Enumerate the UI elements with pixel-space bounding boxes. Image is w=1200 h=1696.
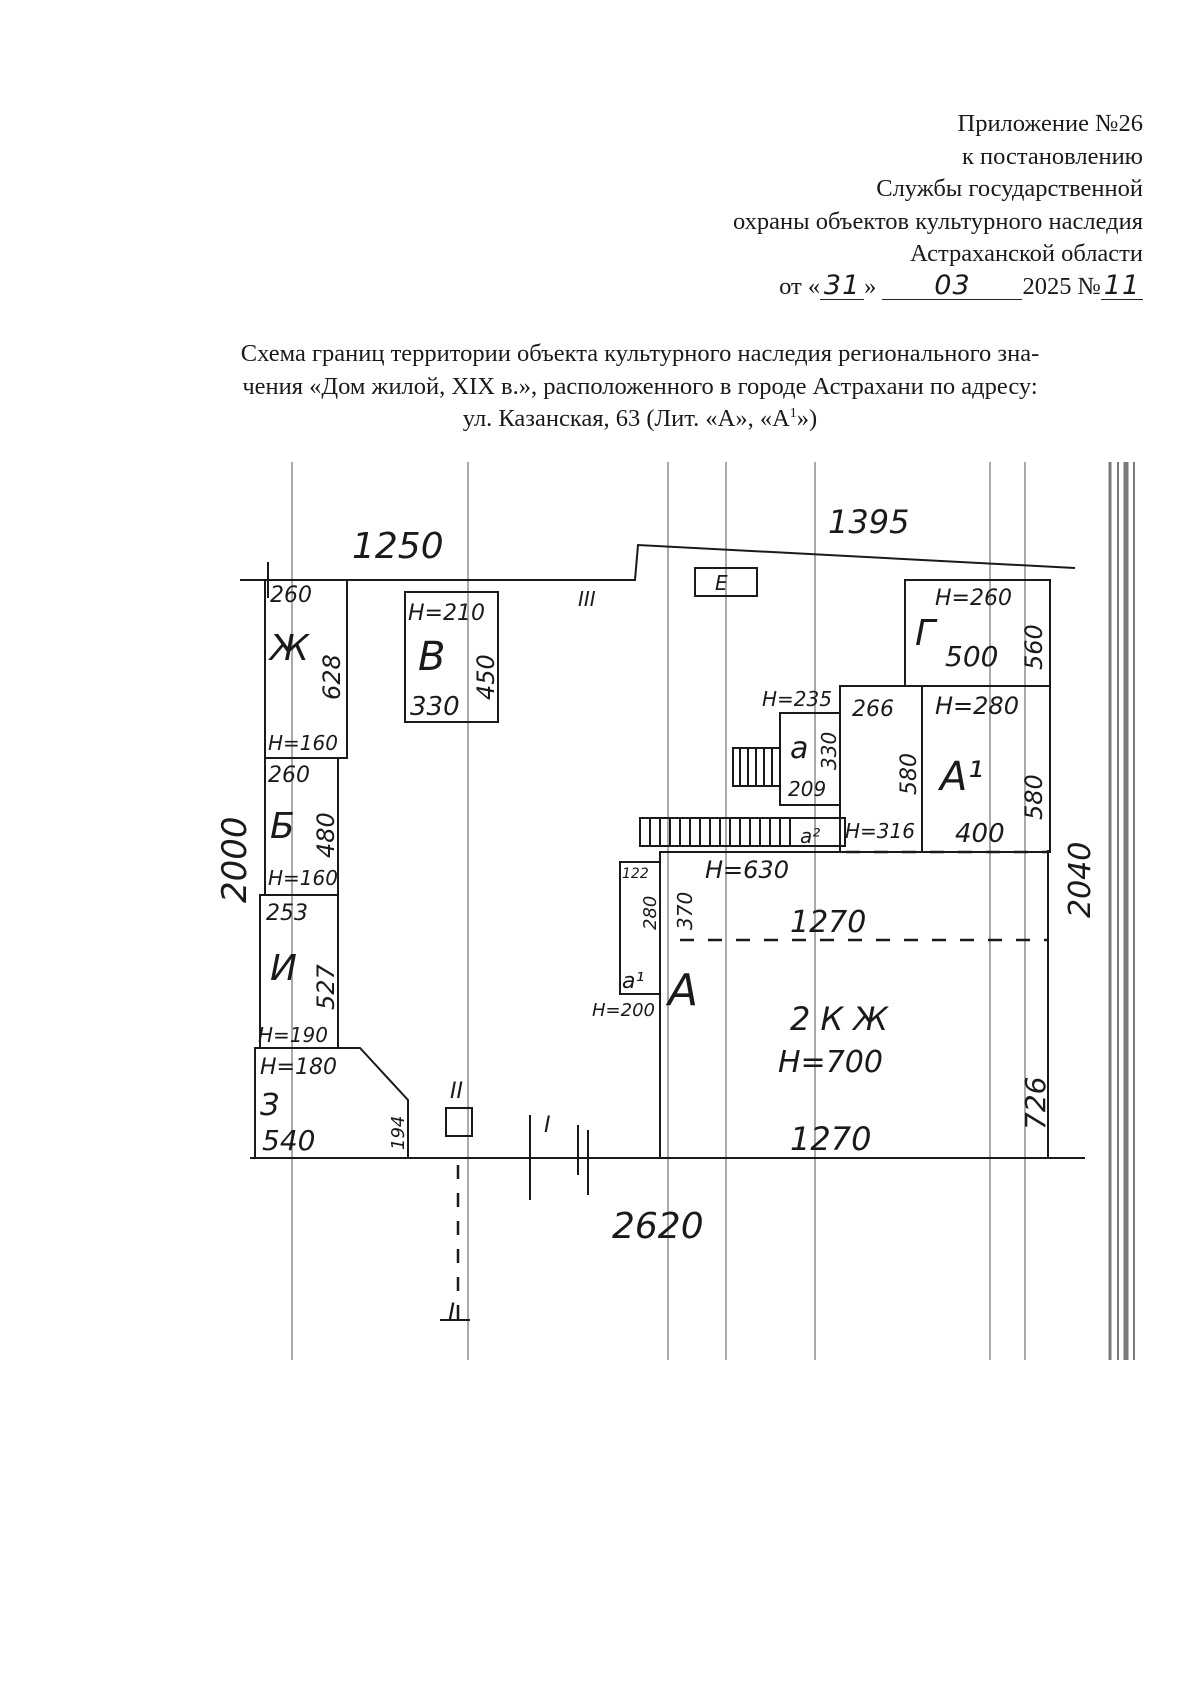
porch-a1s-depth-2: 370 (673, 892, 697, 930)
step-hatching (649, 748, 791, 846)
title-line-1: Схема границ территории объекта культурн… (240, 340, 1040, 367)
shed-i-height: Н=190 (258, 1023, 328, 1047)
house-a-height: Н=630 (705, 856, 789, 884)
porch-a-height: Н=235 (762, 687, 832, 711)
porch-a1s-depth: 280 (640, 896, 661, 930)
bldg-v-depth: 450 (472, 654, 500, 700)
dim-top-left: 1250 (352, 526, 444, 567)
porch-a1s-outline (619, 861, 661, 995)
shed-z-outline (254, 1047, 409, 1159)
shed-i-letter: И (270, 948, 297, 989)
shed-z-depth: 194 (388, 1116, 409, 1150)
date-year: 2025 № (1022, 272, 1101, 300)
header-line-region: Астраханской области (910, 240, 1143, 267)
dim-inner-lower: 1270 (790, 1120, 871, 1158)
dim-left: 2000 (215, 816, 255, 903)
bldg-e-letter: Е (715, 571, 728, 595)
mark-ii: II (450, 1079, 463, 1104)
a1-depth: 580 (1020, 774, 1048, 820)
garage-g-depth: 560 (1020, 624, 1048, 670)
resolution-number: 11 (1101, 272, 1143, 300)
shed-b-height: Н=160 (268, 866, 338, 890)
date-prefix: от « (779, 272, 821, 300)
shed-zh-height: Н=160 (268, 731, 338, 755)
title-line-3-text: ул. Казанская, 63 (Лит. «А», «А (462, 405, 790, 432)
porch-a-letter: а (790, 731, 808, 766)
porch-a2-outline (639, 817, 846, 847)
mark-bottom: I (448, 1298, 455, 1326)
shed-zh-letter: Ж (268, 628, 311, 669)
scan-lines (291, 462, 1026, 1360)
date-quote-close: » (864, 272, 877, 300)
plot-boundary (240, 543, 1076, 581)
shed-b-depth: 480 (312, 812, 340, 858)
bldg-v-height: Н=210 (408, 601, 485, 626)
bldg-v-outline (404, 591, 499, 723)
garage-g-letter: Г (915, 613, 938, 654)
garage-g-width: 500 (945, 640, 998, 673)
porch-a1s-width: 122 (622, 866, 649, 882)
shed-i-width: 253 (266, 901, 308, 926)
dim-right-inner: 726 (1019, 1077, 1052, 1130)
shed-z-width: 540 (262, 1124, 315, 1157)
mark-i: I (544, 1113, 551, 1138)
a1-width: 400 (955, 819, 1005, 849)
appendix-number: Приложение №26 (957, 110, 1144, 137)
porch-a-depth: 330 (817, 732, 841, 770)
territory-boundary-scheme: 1250 1395 2000 2040 2620 1270 1270 726 Н… (215, 462, 1135, 1360)
mark-iii: III (578, 587, 596, 611)
shed-z-height: Н=180 (260, 1055, 337, 1080)
gate-markers (440, 1107, 589, 1321)
shed-zh-width: 260 (270, 583, 312, 608)
scheme-title: Схема границ территории объекта культурн… (190, 338, 1090, 436)
bldg-v-letter: В (418, 634, 445, 680)
title-superscript: 1 (789, 405, 797, 421)
porch-a1s-letter: а¹ (622, 969, 644, 994)
shed-i-depth: 527 (312, 963, 340, 1010)
house-a-letter: А (665, 965, 698, 1016)
dim-top-right: 1395 (828, 503, 909, 541)
header-line-resolution: к постановлению (962, 142, 1143, 170)
header-line-heritage: охраны объектов культурного наследия (732, 207, 1143, 235)
dim-right: 2040 (1063, 842, 1098, 918)
shed-b-width: 260 (268, 763, 310, 788)
porch-a1s-height: Н=200 (592, 1000, 655, 1021)
porch-a-width: 209 (788, 777, 826, 801)
garage-g-height: Н=260 (935, 586, 1012, 611)
bldg-e-outline (694, 567, 758, 597)
date-month: 03 (882, 272, 1023, 300)
house-a-height-total: Н=700 (778, 1045, 883, 1080)
shed-zh-depth: 628 (318, 654, 346, 700)
shed-z-letter: З (260, 1088, 279, 1123)
dashed-lines (456, 850, 1048, 1320)
title-line-2: чения «Дом жилой, XIX в.», расположенног… (242, 372, 1038, 400)
shed-b-letter: Б (270, 806, 295, 847)
dim-bottom: 2620 (612, 1206, 704, 1247)
scan-edge-right (1108, 462, 1135, 1360)
porch-a2-letter: а² (800, 824, 820, 848)
a1-front-width: 266 (852, 697, 894, 722)
a1-height: Н=280 (935, 692, 1019, 720)
bldg-v-width: 330 (410, 692, 460, 722)
document-header: Приложение №26 к постановлению Службы го… (733, 108, 1143, 303)
title-line-3: ул. Казанская, 63 (Лит. «А», «А1») (190, 403, 1090, 436)
house-a-storeys: 2 К Ж (790, 1000, 889, 1038)
header-line-service: Службы государственной (876, 175, 1143, 202)
porch-a2-height: Н=316 (845, 819, 915, 843)
a1-front-depth: 580 (897, 753, 922, 795)
date-day: 31 (820, 272, 865, 300)
dim-inner-upper: 1270 (790, 905, 866, 940)
a1-letter: А¹ (937, 754, 983, 800)
title-line-3-end: ») (796, 405, 818, 432)
